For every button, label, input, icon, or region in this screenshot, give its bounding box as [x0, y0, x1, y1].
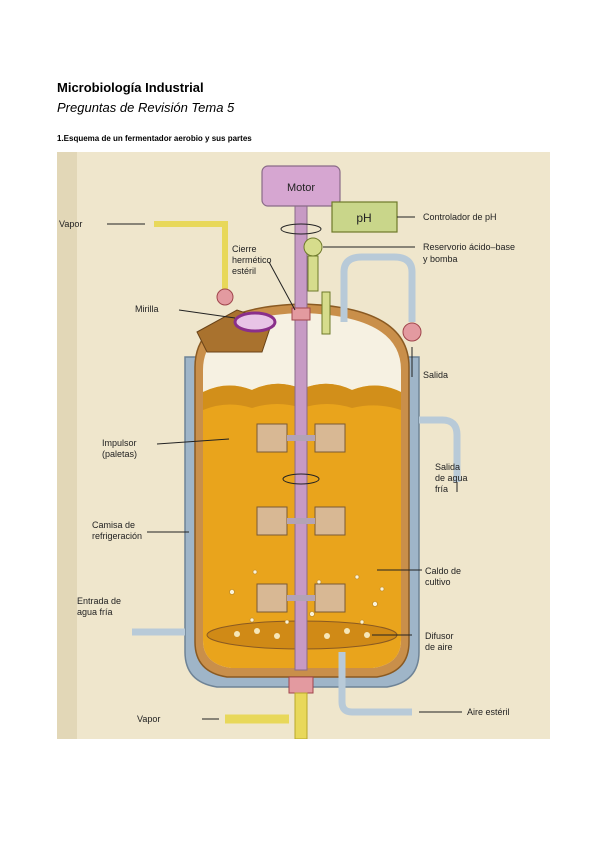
label-broth-1: Caldo de	[425, 566, 461, 576]
rotation-arrow	[282, 473, 320, 485]
drain-valve	[288, 676, 314, 694]
bottom-outlet-pipe	[294, 692, 308, 740]
document-title: Microbiología Industrial	[57, 80, 204, 95]
label-water-in-1: Entrada de	[77, 596, 121, 606]
label-reservoir-1: Reservorio ácido–base	[423, 242, 515, 252]
steam-pipe-top	[154, 221, 228, 302]
sight-glass	[233, 311, 277, 333]
cooling-water-outlet	[419, 416, 461, 482]
acid-base-reservoir	[303, 237, 323, 257]
steam-valve-top	[216, 288, 234, 306]
impeller-paddles	[256, 423, 346, 613]
scan-margin	[57, 152, 77, 739]
label-reservoir-2: y bomba	[423, 254, 458, 264]
exhaust-pipe	[340, 253, 416, 322]
label-sparger-2: de aire	[425, 642, 453, 652]
label-sparger-1: Difusor	[425, 631, 454, 641]
leader-lines	[107, 216, 462, 720]
fermenter-diagram: Motor pH Vapor Cont	[57, 152, 550, 740]
label-outlet: Salida	[423, 370, 448, 380]
ph-label: pH	[356, 211, 371, 225]
fermenter-figure: Motor pH Vapor Cont	[57, 152, 550, 740]
label-vapor-bottom: Vapor	[137, 714, 160, 724]
label-sight-glass: Mirilla	[135, 304, 159, 314]
ph-controller-box	[331, 201, 398, 233]
label-cooling-jacket-2: refrigeración	[92, 531, 142, 541]
label-ph-controller: Controlador de pH	[423, 212, 497, 222]
exhaust-valve	[402, 322, 422, 342]
label-sterile-seal-1: Cierre	[232, 244, 257, 254]
sterile-air-pipe	[338, 652, 412, 716]
rotation-arrow-top	[280, 223, 322, 235]
label-impeller-2: (paletas)	[102, 449, 137, 459]
label-vapor-top: Vapor	[59, 219, 82, 229]
label-broth-2: cultivo	[425, 577, 451, 587]
label-water-out-1: Salida	[435, 462, 460, 472]
sterile-seal	[291, 307, 311, 321]
label-water-out-2: de agua	[435, 473, 468, 483]
label-impeller-1: Impulsor	[102, 438, 137, 448]
label-water-out-3: fría	[435, 484, 448, 494]
ph-probe	[321, 291, 331, 335]
label-sterile-air: Aire estéril	[467, 707, 510, 717]
motor-box	[261, 165, 341, 207]
document-subtitle: Preguntas de Revisión Tema 5	[57, 100, 235, 115]
label-sterile-seal-2: hermético	[232, 255, 272, 265]
label-cooling-jacket-1: Camisa de	[92, 520, 135, 530]
motor-label: Motor	[287, 182, 315, 194]
question-heading: 1.Esquema de un fermentador aerobio y su…	[57, 134, 252, 143]
label-water-in-2: agua fría	[77, 607, 113, 617]
reservoir-tube	[307, 255, 319, 292]
label-sterile-seal-3: estéril	[232, 266, 256, 276]
